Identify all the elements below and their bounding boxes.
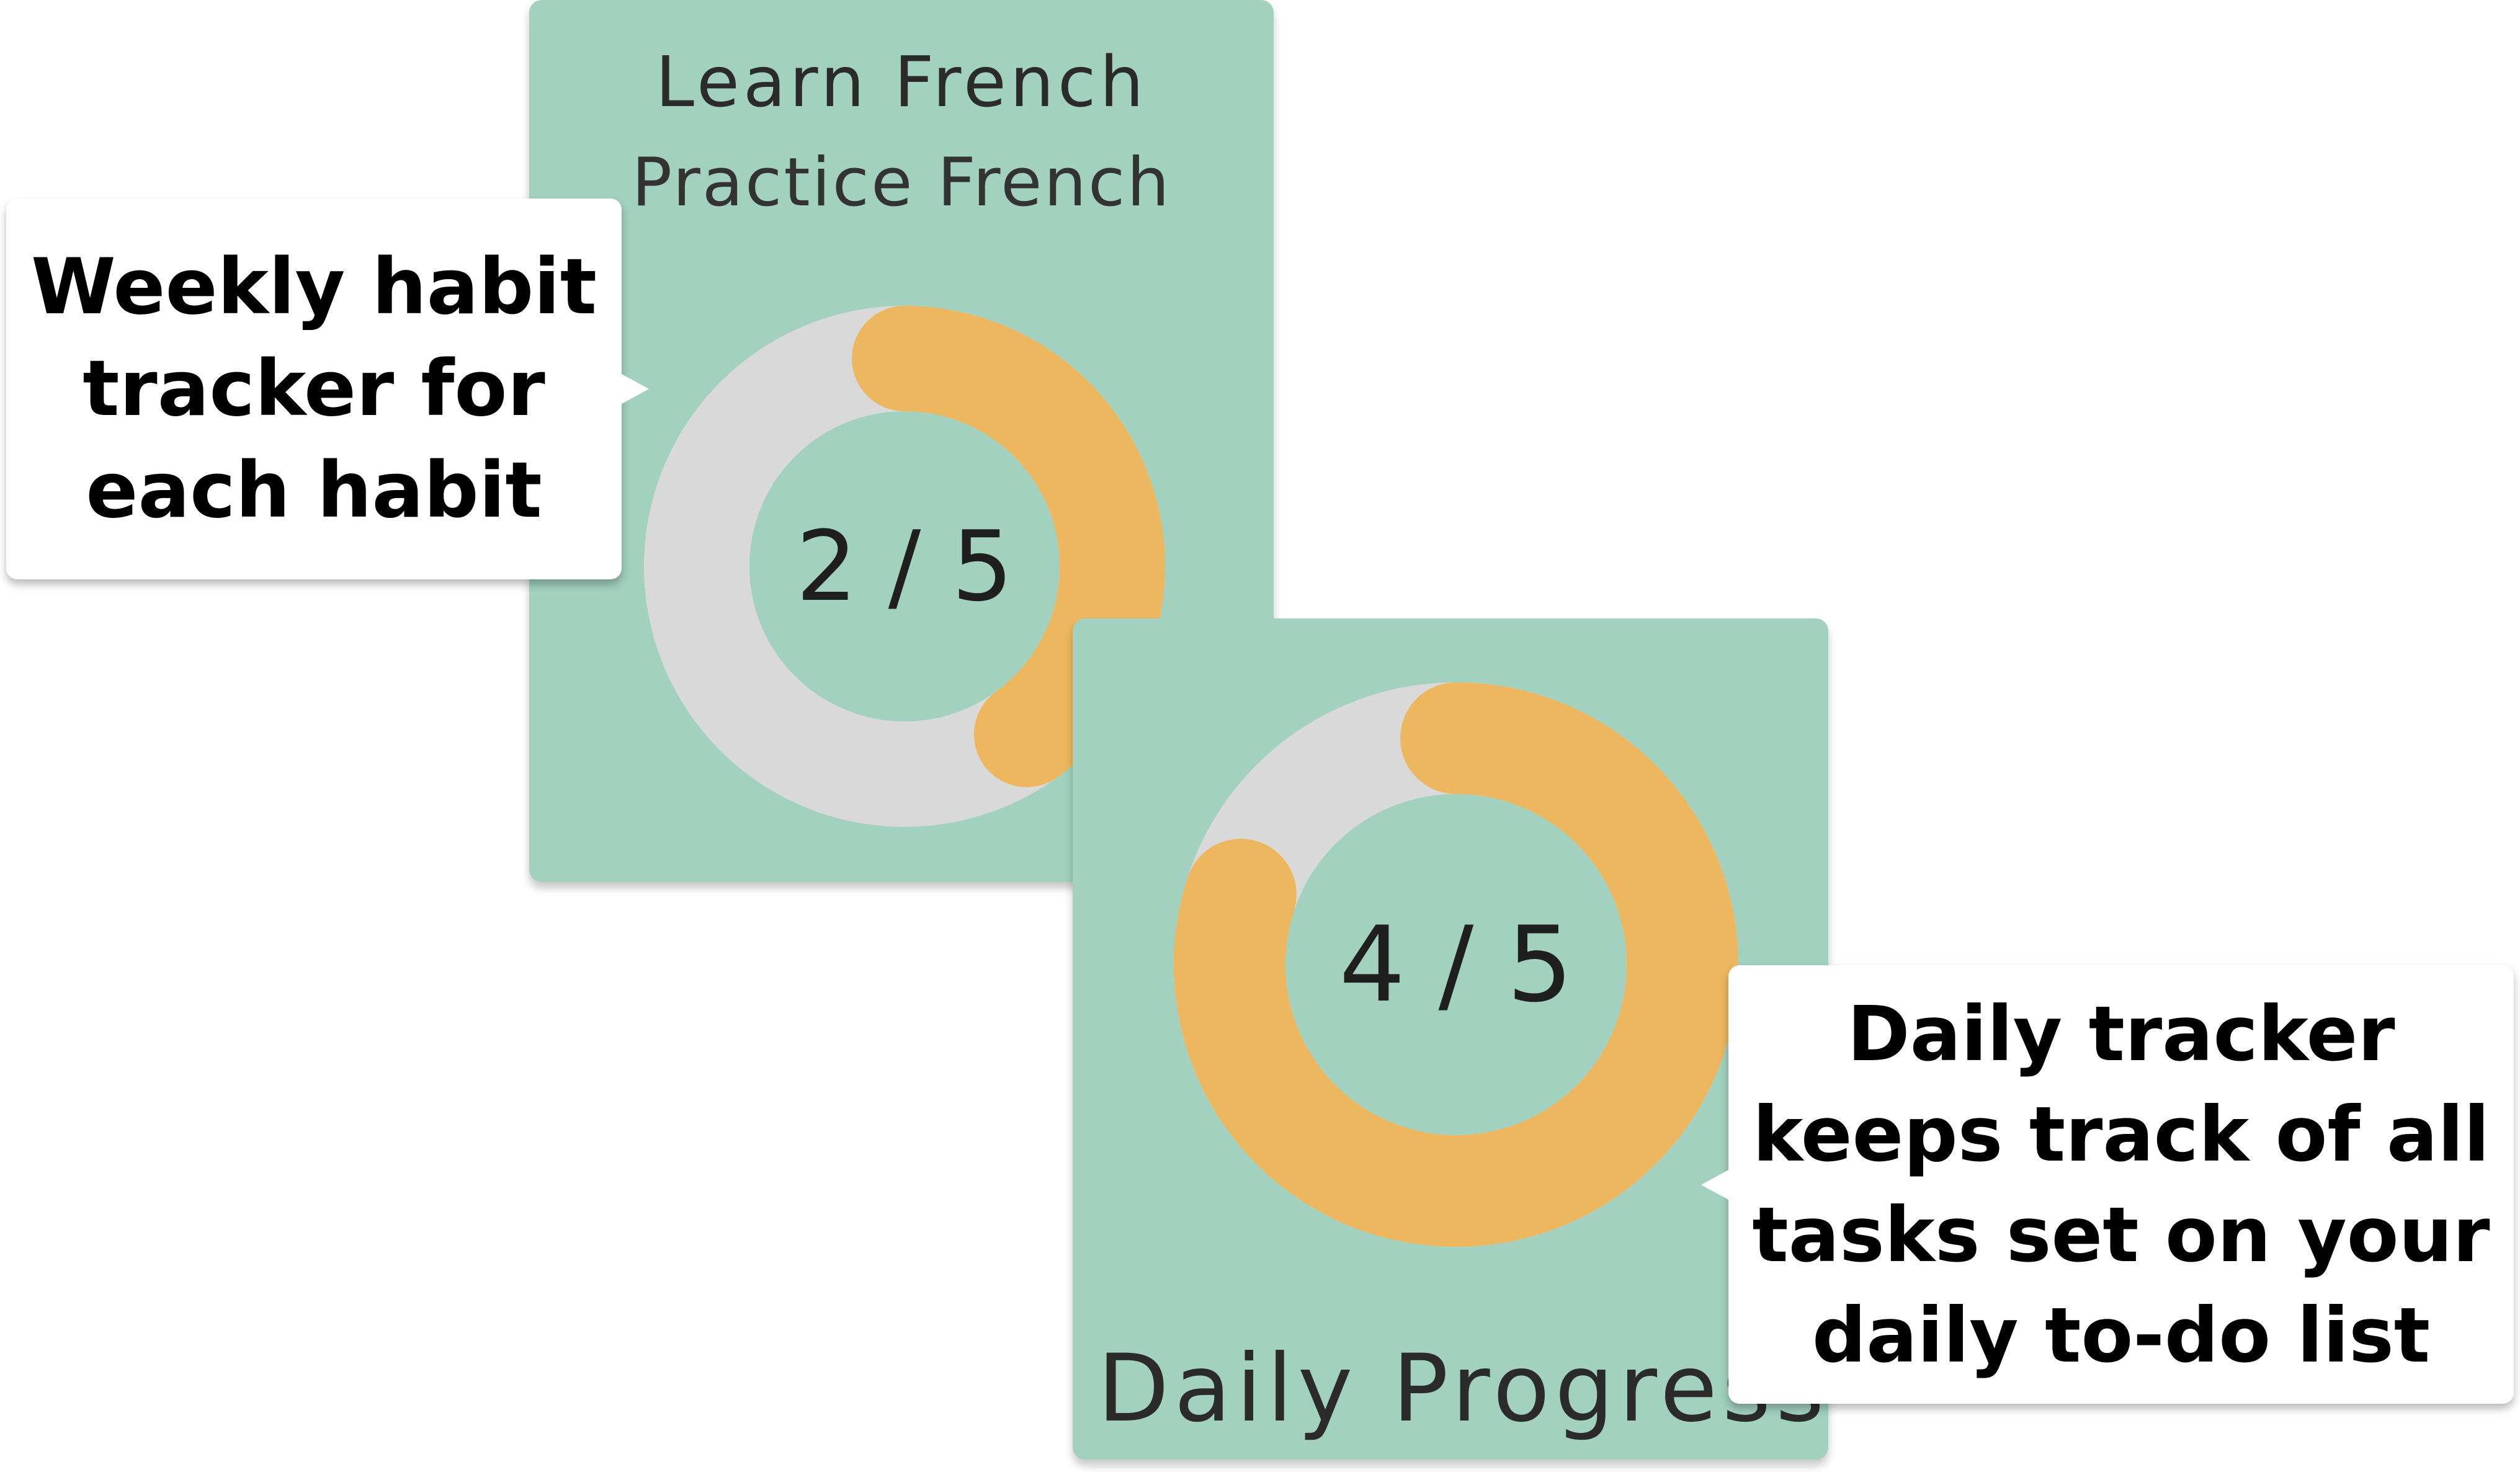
habit-title: Learn French [655, 42, 1148, 123]
habit-subtitle: Practice French [632, 144, 1171, 221]
daily-callout-text: Daily tracker keeps track of all tasks s… [1752, 989, 2490, 1380]
daily-ring-progress [1174, 682, 1738, 1247]
weekly-callout-text: Weekly habit tracker for each habit [30, 243, 597, 535]
callout-pointer [1701, 1170, 1728, 1200]
daily-progress-card[interactable]: 4 / 5 Daily Progress [1073, 618, 1828, 1460]
daily-count-label: 4 / 5 [1339, 904, 1573, 1025]
weekly-tracker-callout: Weekly habit tracker for each habit [6, 198, 649, 579]
daily-tracker-callout: Daily tracker keeps track of all tasks s… [1701, 965, 2514, 1404]
daily-progress-title: Daily Progress [1097, 1335, 1828, 1443]
daily-progress-ring: 4 / 5 [1174, 682, 1738, 1247]
weekly-count-label: 2 / 5 [796, 510, 1013, 623]
callout-pointer [622, 374, 649, 404]
